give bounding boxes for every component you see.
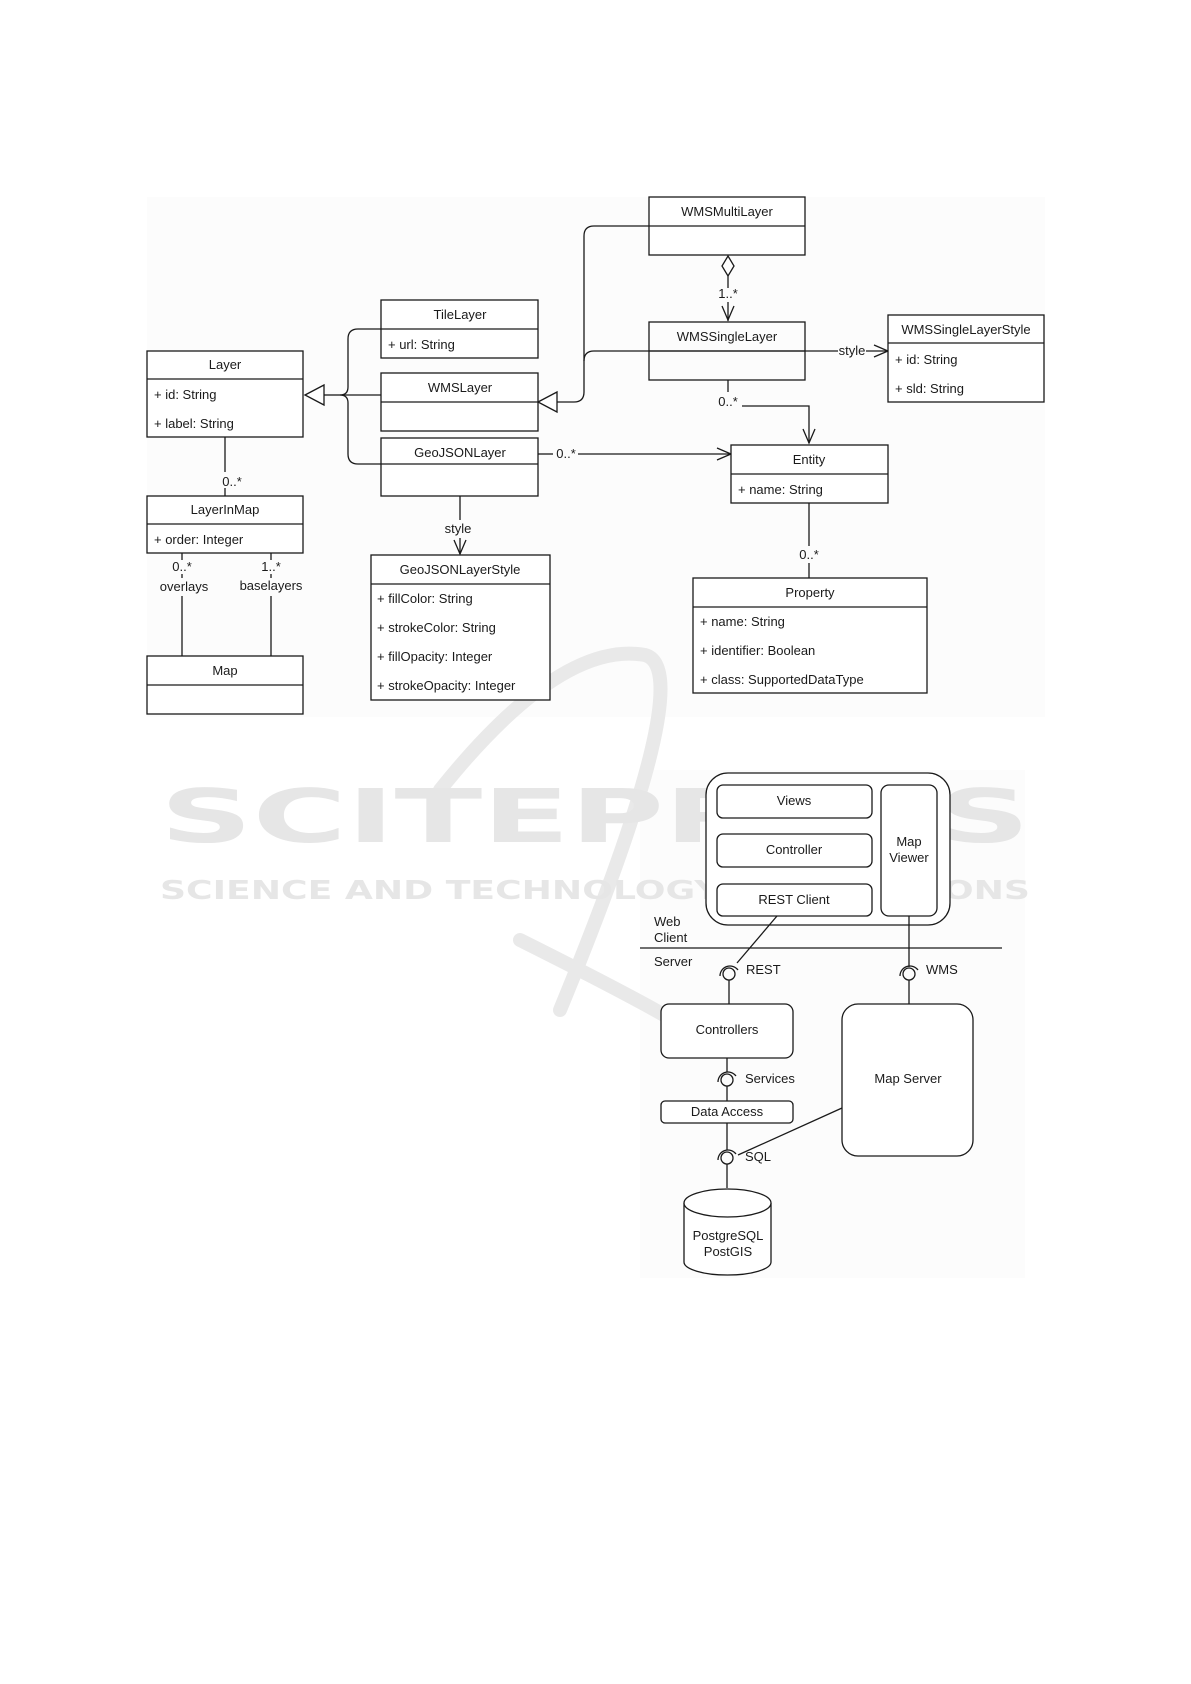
component-label: Map: [896, 834, 921, 849]
component-views[interactable]: Views: [716, 784, 873, 819]
component-label: Controller: [766, 842, 823, 857]
multiplicity-label: 0..*: [172, 559, 192, 574]
component-label: REST Client: [758, 892, 830, 907]
class-name: GeoJSONLayerStyle: [400, 562, 521, 577]
rest-client-connector: [736, 915, 778, 964]
multiplicity-label: 1..*: [718, 286, 738, 301]
class-name: Layer: [209, 357, 242, 372]
generalization-arrow-layer-icon: [303, 383, 325, 407]
component-map-viewer[interactable]: Map Viewer: [880, 784, 938, 917]
tier-label-server: Server: [654, 954, 693, 969]
class-name: Entity: [793, 452, 826, 467]
component-rest-client[interactable]: REST Client: [716, 883, 873, 917]
component-controllers[interactable]: Controllers: [660, 1003, 794, 1059]
class-geojsonlayer[interactable]: GeoJSONLayer: [380, 437, 539, 497]
class-wmslayer[interactable]: WMSLayer: [380, 372, 539, 432]
class-attribute: + url: String: [388, 337, 455, 352]
multiplicity-label: 0..*: [718, 394, 738, 409]
class-connectors: [181, 225, 890, 656]
single-entity-arrowhead-icon: [802, 428, 816, 445]
class-name: WMSLayer: [428, 380, 493, 395]
class-property[interactable]: Property + name: String + identifier: Bo…: [692, 577, 928, 694]
class-name: WMSSingleLayer: [677, 329, 778, 344]
interface-label-rest: REST: [746, 962, 781, 977]
generalization-single-line: [583, 350, 804, 362]
class-attribute: + identifier: Boolean: [700, 643, 815, 658]
class-name: TileLayer: [434, 307, 488, 322]
class-layerinmap[interactable]: LayerInMap + order: Integer: [146, 495, 304, 554]
component-label: Views: [777, 793, 812, 808]
interface-label-wms: WMS: [926, 962, 958, 977]
multiplicity-label: 0..*: [222, 474, 242, 489]
component-label: Viewer: [889, 850, 929, 865]
component-data-access[interactable]: Data Access: [660, 1100, 794, 1124]
class-map[interactable]: Map: [146, 655, 304, 715]
role-label-baselayers: baselayers: [240, 578, 303, 593]
interface-label-services: Services: [745, 1071, 795, 1086]
component-label: Data Access: [691, 1104, 764, 1119]
class-attribute: + sld: String: [895, 381, 964, 396]
mapserver-sql-connector: [737, 1107, 843, 1156]
class-geojsonlayerstyle[interactable]: GeoJSONLayerStyle + fillColor: String + …: [370, 554, 551, 701]
multiplicity-label: 1..*: [261, 559, 281, 574]
interface-label-sql: SQL: [745, 1149, 771, 1164]
component-controller[interactable]: Controller: [716, 833, 873, 868]
class-name: LayerInMap: [191, 502, 260, 517]
generalization-multi-line: [557, 225, 649, 403]
class-attribute: + strokeOpacity: Integer: [377, 678, 516, 693]
class-attribute: + id: String: [895, 352, 958, 367]
class-wmssinglelayerstyle[interactable]: WMSSingleLayerStyle + id: String + sld: …: [887, 314, 1045, 403]
class-attribute: + label: String: [154, 416, 234, 431]
generalization-arrow-wmslayer-icon: [536, 390, 558, 414]
class-wmsmultilayer[interactable]: WMSMultiLayer: [648, 196, 806, 256]
database-label: PostGIS: [704, 1244, 753, 1259]
role-label-style: style: [839, 343, 866, 358]
class-name: Map: [212, 663, 237, 678]
class-attribute: + id: String: [154, 387, 217, 402]
component-label: Controllers: [696, 1022, 759, 1037]
class-attribute: + class: SupportedDataType: [700, 672, 864, 687]
role-label-overlays: overlays: [160, 579, 209, 594]
tier-label-client: Client: [654, 930, 688, 945]
class-attribute: + name: String: [738, 482, 823, 497]
component-map-server[interactable]: Map Server: [841, 1003, 974, 1157]
database-cylinder-icon[interactable]: PostgreSQL PostGIS: [683, 1188, 772, 1276]
watermark-swoosh-icon: [433, 646, 668, 1017]
class-tilelayer[interactable]: TileLayer + url: String: [380, 299, 539, 359]
class-entity[interactable]: Entity + name: String: [730, 444, 889, 504]
class-name: WMSSingleLayerStyle: [901, 322, 1030, 337]
class-name: WMSMultiLayer: [681, 204, 773, 219]
aggregation-arrowhead-icon: [721, 305, 735, 322]
tier-label-web: Web: [654, 914, 681, 929]
multiplicity-label: 0..*: [556, 446, 576, 461]
single-entity-line-b: [742, 405, 810, 443]
class-attribute: + name: String: [700, 614, 785, 629]
class-attribute: + strokeColor: String: [377, 620, 496, 635]
class-name: Property: [785, 585, 835, 600]
role-label-style: style: [445, 521, 472, 536]
class-layer[interactable]: Layer + id: String + label: String: [146, 350, 304, 438]
class-attribute: + fillOpacity: Integer: [377, 649, 493, 664]
component-label: Map Server: [874, 1071, 942, 1086]
database-label: PostgreSQL: [693, 1228, 764, 1243]
class-name: GeoJSONLayer: [414, 445, 506, 460]
architecture-diagram: Views Controller REST Client Map Viewer …: [640, 772, 1002, 1276]
class-attribute: + order: Integer: [154, 532, 244, 547]
geojson-style-arrowhead-icon: [453, 539, 467, 556]
class-attribute: + fillColor: String: [377, 591, 473, 606]
class-labels: 1..* style 0..* 0..* style 0..* 0..* 0..…: [160, 286, 866, 594]
multiplicity-label: 0..*: [799, 547, 819, 562]
